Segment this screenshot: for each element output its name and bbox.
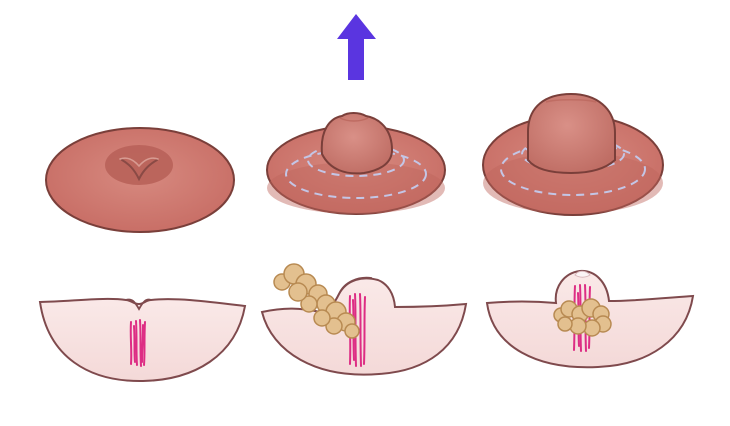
cross-section-stage-3 <box>485 269 695 369</box>
surface-stage-2 <box>266 112 446 215</box>
milk-ducts <box>129 319 146 367</box>
up-arrow-icon <box>337 14 376 80</box>
fully-everted-nipple <box>527 92 616 175</box>
areola-shadow <box>483 152 663 214</box>
dashed-ring-outer <box>285 149 427 199</box>
surface-stage-3 <box>482 92 664 216</box>
partially-everted-nipple <box>320 112 394 175</box>
fibrous-tissue <box>273 263 360 339</box>
nipple-depression <box>121 159 158 182</box>
cross-section-stage-1 <box>38 297 247 383</box>
cross-section-stage-2 <box>260 263 468 376</box>
surface-stage-1 <box>45 127 235 233</box>
areola-shadow <box>267 162 445 214</box>
fibrous-tissue <box>553 298 612 337</box>
